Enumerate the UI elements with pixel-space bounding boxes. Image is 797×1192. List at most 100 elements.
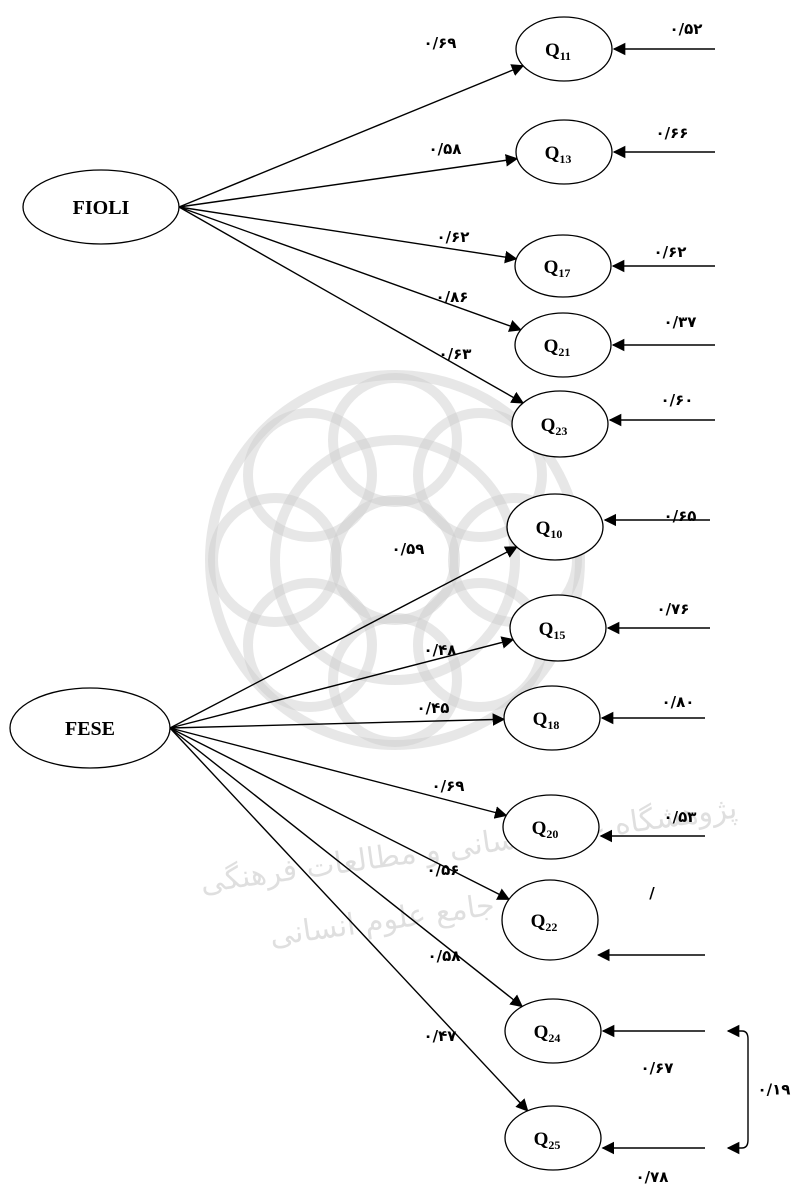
latent-node-fese: FESE <box>9 687 171 769</box>
loading-arrow-fioli-q11 <box>178 64 525 208</box>
observed-label-base: Q <box>544 336 559 357</box>
loading-label-q23: ۰/۶۳ <box>439 345 472 363</box>
error-label-q24: ۰/۶۷ <box>641 1059 674 1077</box>
observed-label-base: Q <box>534 1022 549 1043</box>
observed-label: Q23 <box>541 415 568 438</box>
error-label-q25: ۰/۷۸ <box>636 1168 669 1186</box>
observed-label-sub: 15 <box>553 628 565 642</box>
observed-label-sub: 25 <box>548 1138 560 1152</box>
observed-ellipse <box>506 493 604 561</box>
observed-node-q20: Q20 <box>502 794 600 860</box>
covariance-label: ۰/۱۹ <box>758 1081 791 1099</box>
observed-label-sub: 23 <box>555 424 567 438</box>
observed-node-q15: Q15 <box>509 594 607 662</box>
observed-node-q13: Q13 <box>515 119 613 185</box>
observed-label-base: Q <box>533 709 548 730</box>
loading-arrow-fioli-q17 <box>178 206 518 264</box>
observed-label: Q21 <box>544 336 571 359</box>
loading-label-q24: ۰/۵۸ <box>428 947 461 965</box>
observed-node-q10: Q10 <box>506 493 604 561</box>
observed-label-sub: 21 <box>558 345 570 359</box>
error-label-q21: ۰/۳۷ <box>664 313 697 331</box>
loading-arrow-fese-q25 <box>169 727 529 1112</box>
observed-node-q25: Q25 <box>504 1105 602 1171</box>
observed-label: Q18 <box>533 709 560 732</box>
observed-label-base: Q <box>534 1129 549 1150</box>
error-label-q23: ۰/۶۰ <box>661 391 694 409</box>
observed-ellipse <box>511 390 609 458</box>
covariance-arrow-q24-q25 <box>726 1024 749 1155</box>
observed-node-q18: Q18 <box>503 685 601 751</box>
observed-label-sub: 10 <box>550 527 562 541</box>
error-label-q13: ۰/۶۶ <box>656 124 689 142</box>
observed-label: Q24 <box>534 1022 561 1045</box>
observed-label-base: Q <box>536 518 551 539</box>
observed-ellipse <box>509 594 607 662</box>
observed-ellipse <box>514 234 612 298</box>
loading-arrow-fese-q18 <box>169 713 506 729</box>
loading-label-q17: ۰/۶۲ <box>437 228 470 246</box>
observed-label-base: Q <box>544 257 559 278</box>
observed-label: Q22 <box>531 911 558 934</box>
loading-label-q25: ۰/۴۷ <box>424 1027 457 1045</box>
observed-ellipse <box>515 119 613 185</box>
observed-node-q22: Q22 <box>501 879 599 961</box>
loading-label-q10: ۰/۵۹ <box>392 540 425 558</box>
observed-label: Q20 <box>532 818 559 841</box>
loading-arrow-fioli-q21 <box>178 206 522 332</box>
loading-label-q11: ۰/۶۹ <box>424 34 457 52</box>
error-label-q17: ۰/۶۲ <box>654 243 687 261</box>
loading-arrow-fese-q15 <box>169 636 515 729</box>
error-label-q18: ۰/۸۰ <box>662 693 695 711</box>
observed-label-sub: 22 <box>545 920 557 934</box>
observed-node-q21: Q21 <box>514 312 612 378</box>
observed-label-sub: 20 <box>546 827 558 841</box>
observed-node-q24: Q24 <box>504 998 602 1064</box>
error-label-q22: / <box>649 884 655 902</box>
observed-label: Q10 <box>536 518 563 541</box>
observed-ellipse <box>502 794 600 860</box>
loading-arrow-fese-q20 <box>169 727 508 819</box>
latent-node-fioli: FIOLI <box>22 169 180 245</box>
observed-label-sub: 11 <box>560 49 571 63</box>
observed-label: Q15 <box>539 619 566 642</box>
observed-ellipse <box>501 879 599 961</box>
loading-arrow-fioli-q13 <box>178 154 519 208</box>
observed-node-q11: Q11 <box>515 16 613 82</box>
loading-arrow-fese-q10 <box>169 546 518 729</box>
observed-label: Q11 <box>545 40 571 63</box>
observed-label: Q17 <box>544 257 571 280</box>
observed-label-base: Q <box>532 818 547 839</box>
observed-node-q17: Q17 <box>514 234 612 298</box>
error-label-q11: ۰/۵۲ <box>670 20 703 38</box>
observed-label-sub: 13 <box>559 152 571 166</box>
observed-label-base: Q <box>541 415 556 436</box>
latent-ellipse <box>9 687 171 769</box>
observed-ellipse <box>514 312 612 378</box>
observed-label-sub: 17 <box>558 266 570 280</box>
observed-label-sub: 24 <box>548 1031 560 1045</box>
observed-label-base: Q <box>545 143 560 164</box>
loading-label-q13: ۰/۵۸ <box>429 140 462 158</box>
loading-label-q15: ۰/۴۸ <box>424 641 457 659</box>
observed-label: Q13 <box>545 143 572 166</box>
observed-label-base: Q <box>531 911 546 932</box>
observed-ellipse <box>515 16 613 82</box>
error-label-q20: ۰/۵۳ <box>664 808 697 826</box>
observed-ellipse <box>503 685 601 751</box>
observed-label-sub: 18 <box>547 718 559 732</box>
loading-arrow-fese-q24 <box>169 727 524 1008</box>
error-label-q15: ۰/۷۶ <box>657 600 690 618</box>
loading-label-q21: ۰/۸۶ <box>436 288 469 306</box>
observed-label-base: Q <box>545 40 560 61</box>
latent-label: FESE <box>65 718 115 740</box>
loading-label-q18: ۰/۴۵ <box>417 699 450 717</box>
observed-node-q23: Q23 <box>511 390 609 458</box>
loading-label-q22: ۰/۵۶ <box>427 861 460 879</box>
observed-label: Q25 <box>534 1129 561 1152</box>
loading-arrow-fioli-q23 <box>178 206 525 404</box>
loading-arrow-fese-q22 <box>169 727 511 900</box>
observed-ellipse <box>504 998 602 1064</box>
observed-label-base: Q <box>539 619 554 640</box>
